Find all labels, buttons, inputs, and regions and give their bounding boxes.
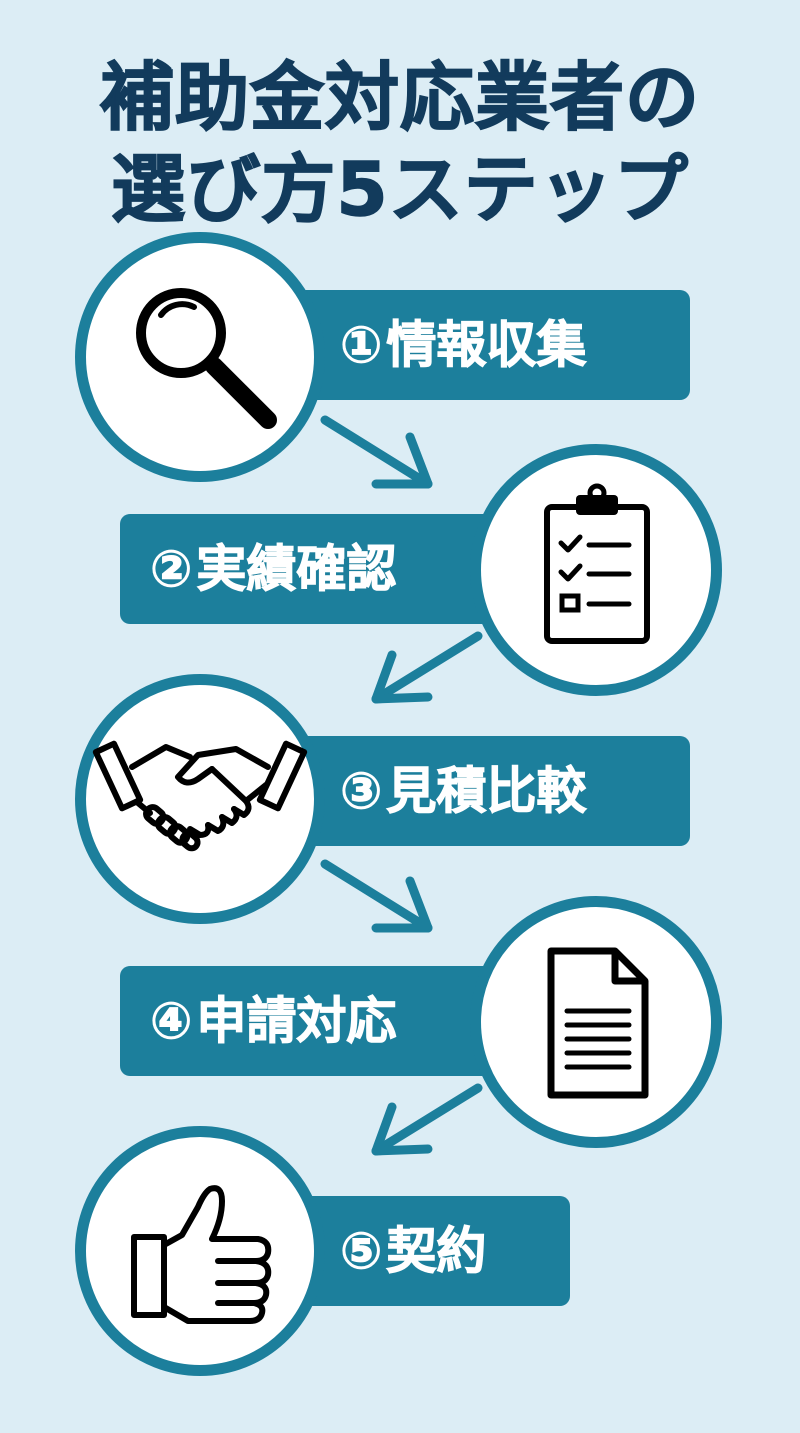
step-5-circle — [75, 1126, 325, 1376]
thumbs-up-icon — [131, 1185, 272, 1324]
step-1-number: ① — [339, 316, 383, 375]
title-line-2: 選び方5ステップ — [111, 146, 689, 234]
step-4-circle — [470, 896, 722, 1148]
step-4-number: ④ — [149, 992, 193, 1051]
magnifier-icon — [136, 288, 277, 429]
title-line-1: 補助金対応業者の — [99, 54, 700, 142]
step-2-circle — [470, 444, 722, 696]
step-4-label: 申請対応 — [196, 992, 397, 1051]
step-1-circle — [75, 232, 325, 482]
document-icon — [547, 947, 649, 1099]
page-title: 補助金対応業者の 選び方5ステップ — [0, 52, 800, 236]
step-3-number: ③ — [339, 762, 383, 821]
step-2-number: ② — [149, 540, 193, 599]
step-5-number: ⑤ — [339, 1222, 383, 1281]
step-2-label: 実績確認 — [196, 540, 397, 599]
arrow-3-to-4-icon — [320, 859, 433, 933]
clipboard-checklist-icon — [544, 483, 650, 644]
arrow-2-to-3-icon — [371, 631, 483, 704]
step-1-label: 情報収集 — [386, 316, 587, 375]
arrow-1-to-2-icon — [320, 415, 433, 489]
arrow-4-to-5-icon — [371, 1083, 483, 1156]
step-1-band: ①情報収集 — [250, 290, 690, 400]
step-5-label: 契約 — [386, 1222, 487, 1281]
step-3-circle — [75, 674, 325, 924]
handshake-icon — [92, 740, 308, 852]
step-3-label: 見積比較 — [386, 762, 587, 821]
